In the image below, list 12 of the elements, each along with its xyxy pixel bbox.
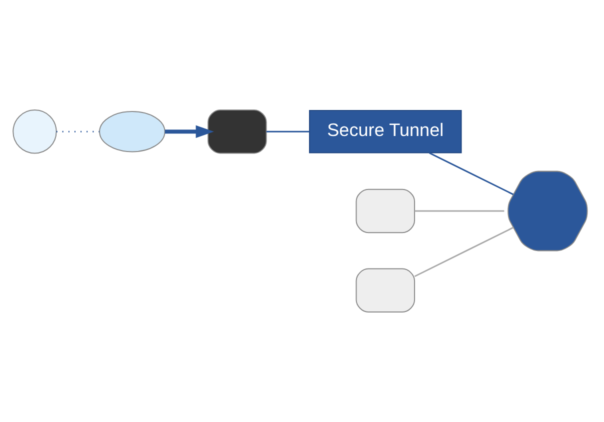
arrow bbox=[164, 125, 214, 138]
node-hexagon bbox=[508, 170, 588, 252]
node-box bbox=[356, 268, 416, 312]
connector bbox=[266, 130, 310, 132]
node-cloud bbox=[99, 111, 166, 152]
connector bbox=[429, 152, 514, 196]
node-circle bbox=[12, 110, 57, 154]
node-box bbox=[208, 110, 267, 154]
connector bbox=[414, 226, 514, 278]
node-box bbox=[356, 188, 416, 234]
connector bbox=[414, 210, 504, 212]
node-box: Secure Tunnel bbox=[309, 110, 462, 154]
